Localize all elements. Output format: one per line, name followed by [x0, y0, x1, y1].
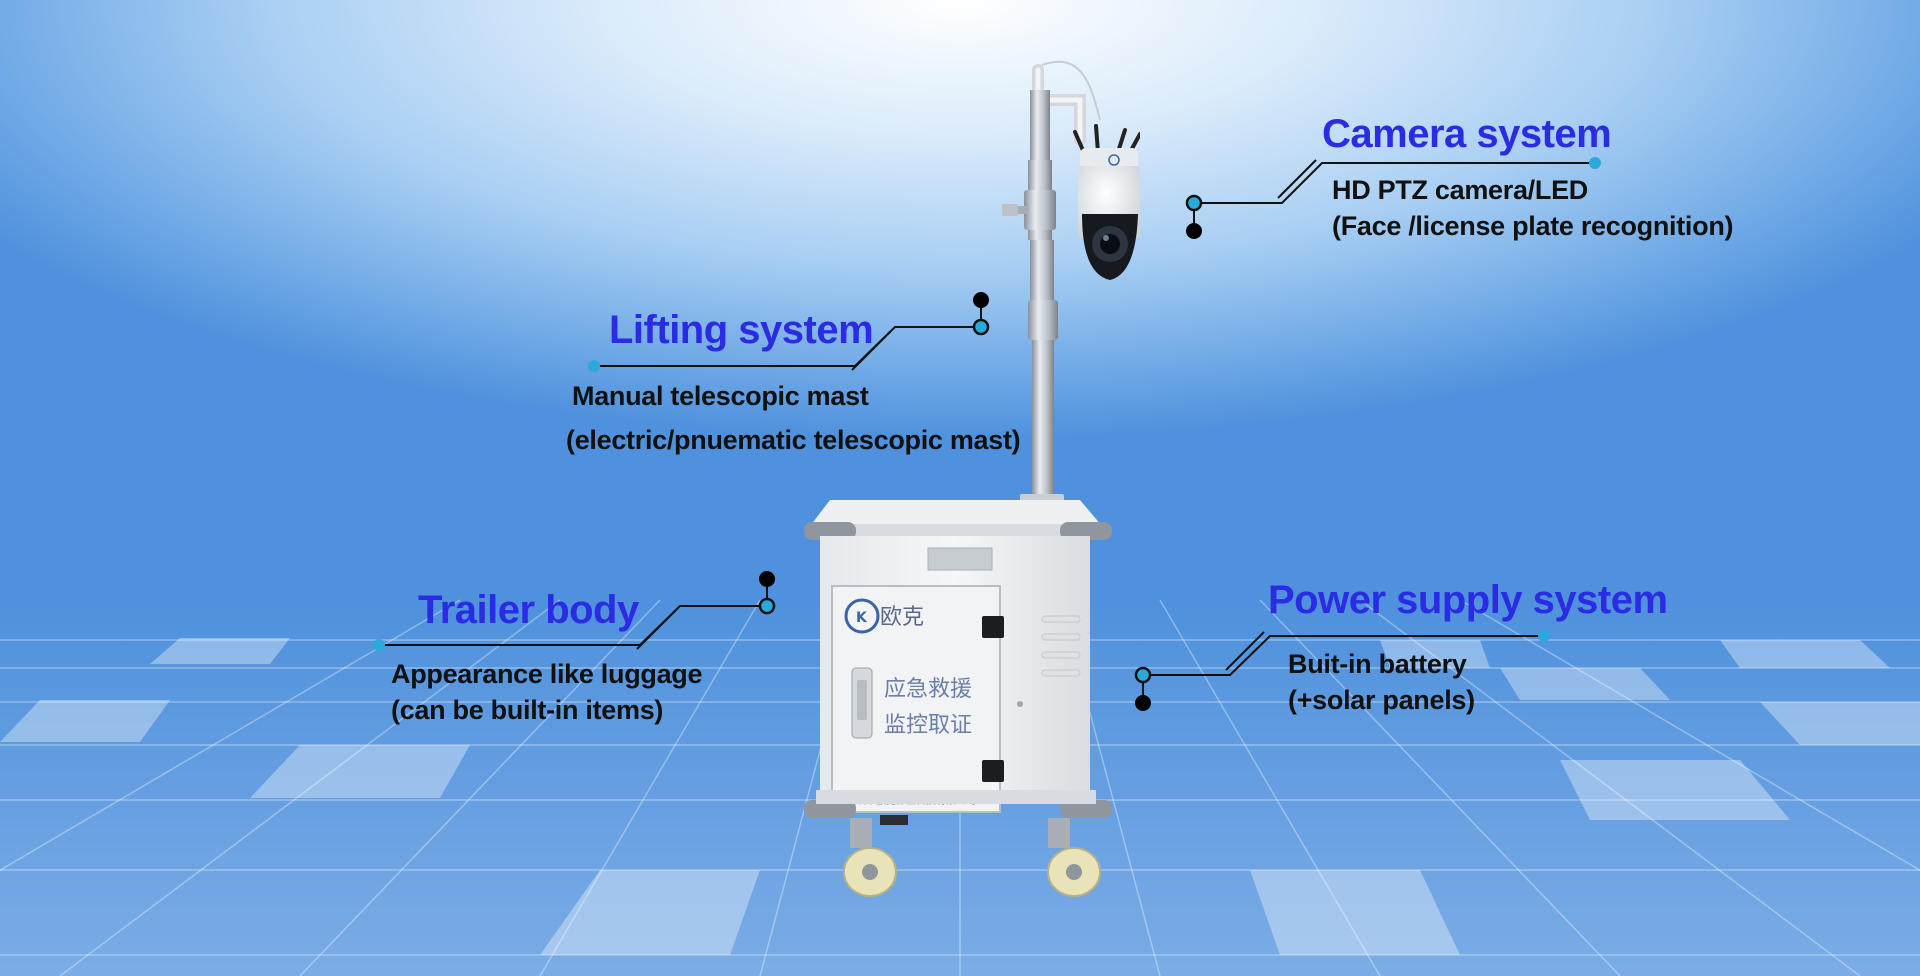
wheels [843, 815, 1101, 897]
lifting-system-description-line-2: (electric/pnuematic telescopic mast) [566, 425, 1021, 455]
camera-desc-line-2: (Face /license plate recognition) [1332, 211, 1734, 241]
svg-text:K: K [856, 610, 868, 626]
surveillance-trailer-illustration: K 欧克 应急救援 监控取证 深圳市欧克伟业科技有限公司 [804, 60, 1140, 897]
logo-text: 欧克 [880, 605, 924, 630]
camera-system-description: HD PTZ camera/LED (Face /license plate r… [1332, 172, 1734, 244]
power-supply-title: Power supply system [1268, 578, 1668, 622]
lifting-system-description-line-1: Manual telescopic mast [572, 381, 869, 411]
power-desc-line-1: Buit-in battery [1288, 649, 1467, 679]
door-text-2: 监控取证 [884, 713, 972, 738]
mast [1002, 60, 1101, 504]
ptz-camera [1073, 124, 1140, 280]
camera-system-title: Camera system [1322, 112, 1612, 156]
door-text-1: 应急救援 [884, 677, 972, 702]
trailer-desc-line-1: Appearance like luggage [391, 659, 703, 689]
camera-desc-line-1: HD PTZ camera/LED [1332, 175, 1588, 205]
power-supply-description: Buit-in battery (+solar panels) [1288, 646, 1475, 718]
lifting-system-title: Lifting system [609, 308, 874, 352]
power-desc-line-2: (+solar panels) [1288, 685, 1475, 715]
trailer-body-title: Trailer body [418, 588, 639, 632]
trailer-body-description: Appearance like luggage (can be built-in… [391, 656, 703, 728]
trailer-box: K 欧克 应急救援 监控取证 深圳市欧克伟业科技有限公司 [804, 500, 1112, 818]
trailer-desc-line-2: (can be built-in items) [391, 695, 664, 725]
